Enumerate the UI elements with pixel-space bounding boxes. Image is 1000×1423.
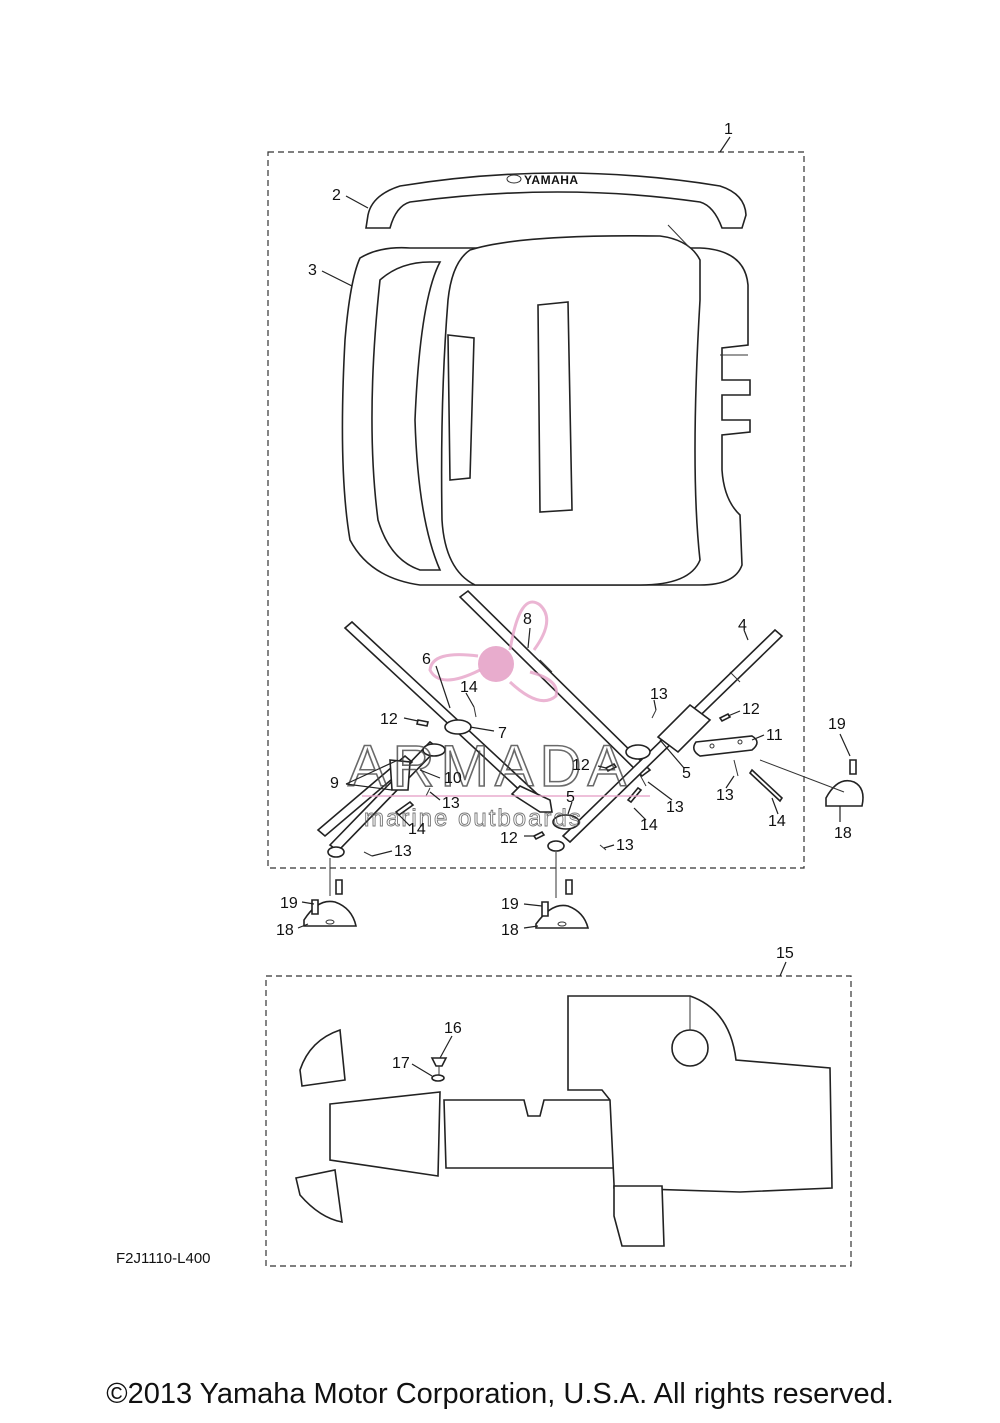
mount-part-18-left [303,858,357,927]
callout-13b: 13 [442,795,460,812]
hinge-fitting-part-7 [422,719,472,757]
watermark-logo: ARMADA marine outboards [347,600,650,832]
callout-17: 17 [392,1055,410,1072]
washer-part-17 [431,1074,445,1082]
callout-15: 15 [776,945,794,962]
callout-19a: 19 [828,716,846,733]
bolts-part-12 [416,712,732,841]
callout-18a: 18 [834,825,852,842]
callout-10: 10 [444,770,462,787]
yamaha-brand-label: YAMAHA [524,173,579,187]
frame-arm-part-6 [343,620,553,813]
hinge-fitting-part-5 [327,744,651,858]
mat-kit-boundary-15 [265,975,852,1267]
callout-13a: 13 [650,686,668,703]
watermark-subtitle: marine outboards [364,805,583,832]
callout-6: 6 [422,651,431,668]
callout-14d: 14 [768,813,786,830]
callout-13c: 13 [666,799,684,816]
callout-12b: 12 [742,701,760,718]
callout-19b: 19 [280,895,298,912]
callout-18b: 18 [276,922,294,939]
callout-7: 7 [498,725,507,742]
callout-13f: 13 [616,837,634,854]
callout-3: 3 [308,262,317,279]
callout-leaders [297,627,851,1077]
callout-12a: 12 [380,711,398,728]
mount-part-18-center [535,852,590,929]
frame-arm-part-4 [561,628,784,844]
callout-11: 11 [766,727,783,744]
floor-mats-part-15 [295,995,833,1247]
callout-4: 4 [738,617,747,634]
fastener-part-16 [430,1057,448,1076]
bracket-part-11 [692,735,758,757]
grab-bar-part-2: YAMAHA [365,172,747,229]
callout-9: 9 [330,775,339,792]
copyright-notice: ©2013 Yamaha Motor Corporation, U.S.A. A… [106,1378,894,1410]
callout-14a: 14 [460,679,478,696]
seat-cushion-part-3 [341,224,751,586]
mount-part-18-right [759,759,864,807]
callout-13d: 13 [716,787,734,804]
callout-1: 1 [724,121,733,138]
callout-2: 2 [332,187,341,204]
callout-14c: 14 [640,817,658,834]
pins-part-13 [363,709,739,857]
kit-boundary-1 [267,151,805,869]
callout-8: 8 [523,611,532,628]
callout-16: 16 [444,1020,462,1037]
callout-19c: 19 [501,896,519,913]
callout-12d: 12 [500,830,518,847]
callout-5a: 5 [682,765,691,782]
callout-13e: 13 [394,843,412,860]
frame-arm-part-8 [458,589,652,778]
watermark-title: ARMADA [348,734,632,799]
callout-5b: 5 [566,789,575,806]
callout-12c: 12 [572,757,590,774]
part-code-label: F2J1110-L400 [116,1250,211,1267]
callout-14b: 14 [408,821,426,838]
callout-18c: 18 [501,922,519,939]
